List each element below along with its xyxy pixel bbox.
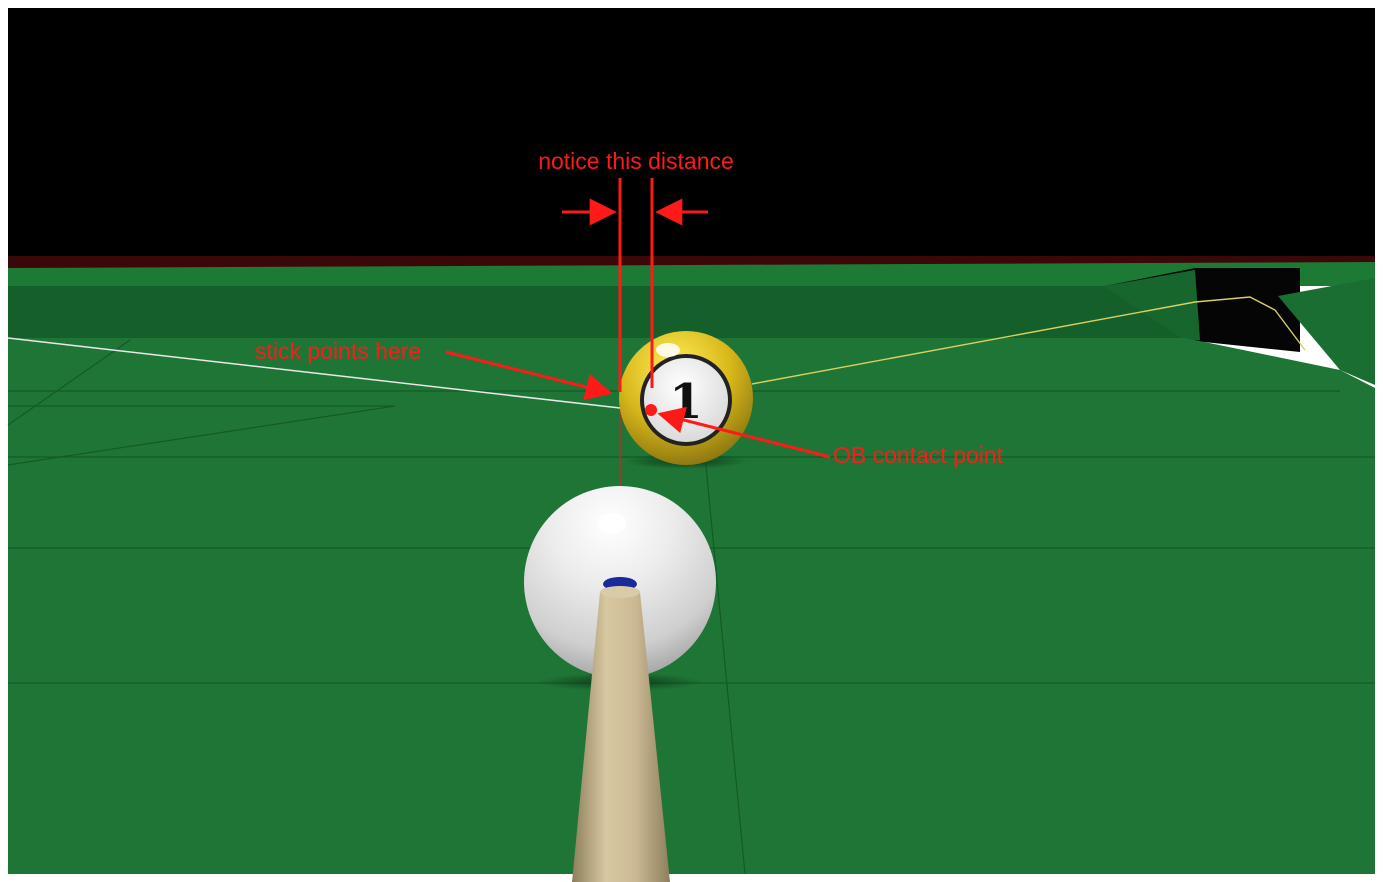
aim-line-white (7, 337, 621, 409)
contact-point-icon (645, 404, 657, 416)
side-cushion (1278, 278, 1375, 385)
aim-line-yellow (751, 296, 1306, 385)
stick-label: stick points here (255, 338, 421, 364)
arrow-icon (445, 350, 613, 401)
pocket-jaw-left (1105, 270, 1200, 340)
far-cushion-top (8, 262, 1375, 286)
distance-label: notice this distance (538, 148, 734, 174)
far-cushion-face (8, 286, 1185, 340)
room-background (8, 8, 1375, 260)
arrow-icon (657, 406, 831, 459)
contact-label: OB contact point (833, 442, 1004, 468)
object-ball: 1 (619, 331, 753, 465)
cue-stick (572, 577, 670, 882)
